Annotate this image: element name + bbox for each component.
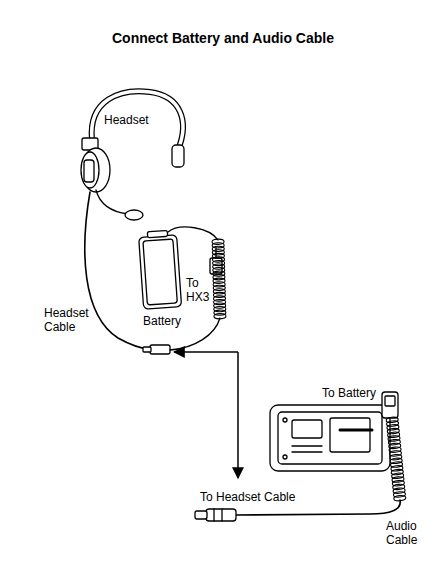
part-label: Audio Cable: [386, 519, 417, 547]
part-label: To HX3: [186, 276, 209, 304]
coiled-cable: [212, 239, 226, 319]
diagram-title: Connect Battery and Audio Cable: [112, 30, 334, 46]
part-label: Battery: [143, 314, 181, 328]
part-label: Headset Cable: [44, 306, 89, 334]
part-label: To Headset Cable: [200, 490, 295, 504]
coil-turn: [394, 495, 406, 501]
coiled-cable: [386, 417, 406, 502]
coil-turn: [214, 313, 226, 319]
part-label: To Battery: [322, 386, 376, 400]
part-label: Headset: [104, 113, 149, 127]
